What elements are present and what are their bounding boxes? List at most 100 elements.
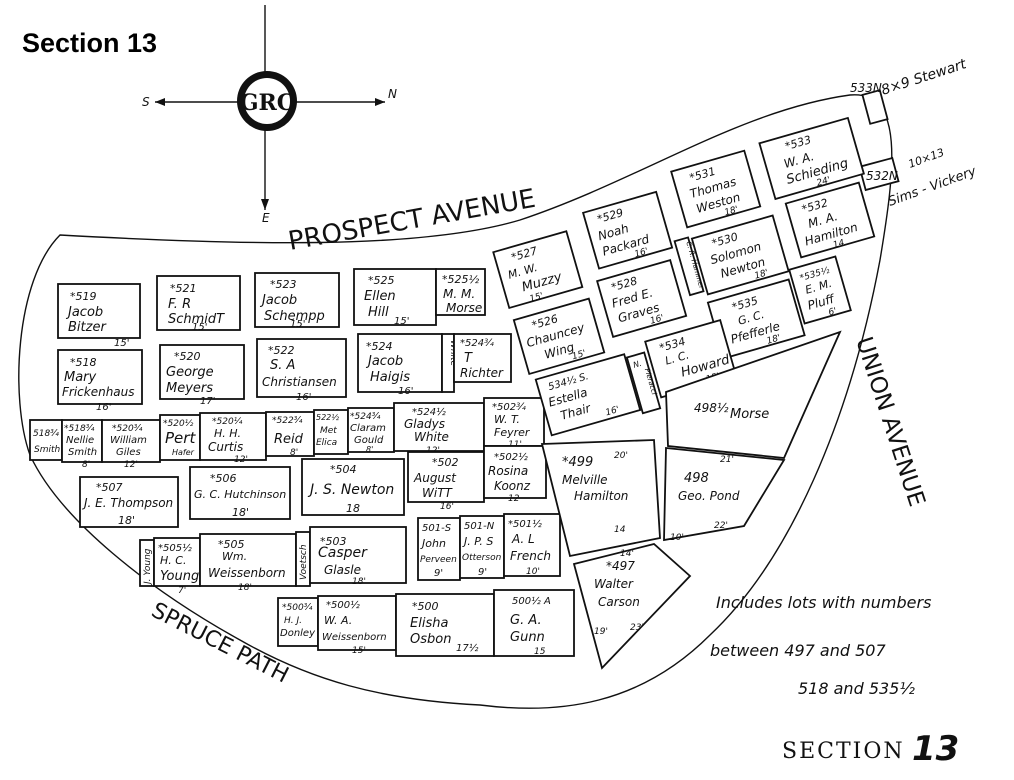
lot-526-meas: 15' (571, 349, 587, 362)
lot-522h-name2: Elica (316, 438, 337, 448)
lot-518-box (57, 349, 143, 405)
lot-518t-name2: Smith (68, 447, 97, 458)
section-boundary (18, 94, 893, 709)
lot-502t-name: W. T. (494, 413, 520, 426)
lot-505-num: *505 (218, 538, 245, 551)
lot-504-box (301, 458, 405, 516)
lot-524-num: *524 (366, 340, 393, 353)
lot-518-num: *518 (70, 356, 97, 369)
lot-500a-name: G. A. (510, 613, 542, 628)
lot-501h-meas: 10' (526, 567, 540, 577)
lot-498-meas2: 22' (714, 521, 728, 531)
lot-501h-num: *501½ (508, 518, 542, 530)
lot-502h-name: Rosina (488, 464, 528, 478)
lot-500q-name: H. J. (284, 616, 302, 626)
lot-524-quarter-name: T (464, 351, 473, 366)
lot-498-meas3: 10' (670, 533, 684, 543)
lot-520-half: *520½ Pert Hafer (159, 414, 201, 461)
lot-498-num: 498 (684, 471, 709, 486)
lot-501n-name: J. P. S (462, 535, 493, 548)
lot-497-meas: 14' (620, 549, 634, 559)
lot-501s-num: 501-S (422, 523, 452, 534)
lot-501n-name2: Otterson (462, 553, 502, 563)
lot-500q-name2: Donley (280, 628, 316, 639)
lot-500q-box (277, 597, 319, 647)
lot-522-name2: Christiansen (262, 375, 337, 389)
lot-520h-name2: Hafer (172, 448, 195, 457)
lot-506-meas: 18' (232, 506, 249, 519)
lot-505: *505 Wm. Weissenborn 18' (199, 533, 297, 593)
lot-521: *521 F. R SchmidT 15' (156, 275, 241, 333)
lot-518q-num: 518¾ (33, 429, 59, 439)
lot-520t-num: *520¾ (112, 424, 143, 434)
lot-497: *497 14' Walter Carson 19' 23' (572, 543, 692, 670)
lot-525-half-num: *525½ (442, 273, 479, 286)
lot-534n-box (625, 351, 662, 415)
lot-502-meas: 16' (440, 502, 454, 512)
lot-533: *533 W. A. Schieding 24' (758, 116, 865, 201)
lot-524-box (357, 333, 443, 393)
lot-507-box (79, 476, 179, 528)
lot-525-num: *525 (368, 274, 395, 287)
compass-label-n: N (388, 87, 397, 101)
lot-502-name2: WiTT (422, 486, 454, 500)
lot-501s-box (417, 517, 461, 581)
lot-522-three-quarter: *522¾ Reid 8' (265, 411, 315, 458)
compass-monogram: GRC (240, 90, 295, 116)
lot-521-num: *521 (170, 282, 197, 295)
lot-500h-meas: 15' (352, 646, 366, 656)
lot-500h-box (317, 595, 397, 651)
lot-505h-box (153, 537, 201, 587)
lot-534-box (534, 353, 642, 437)
lot-535h-meas: 6' (827, 306, 838, 318)
compass-label-s: S (142, 95, 150, 109)
lot-523: *523 Jacob Schempp 15' (254, 272, 340, 330)
lot-520h-num: *520½ (163, 419, 194, 429)
lot-523-meas: 15' (290, 319, 305, 330)
lot-500-num: *500 (412, 600, 439, 613)
lot-501-n: 501-N J. P. S Otterson 9' (459, 515, 505, 579)
lot-497-name2: Carson (598, 595, 640, 609)
lot-520t-box (101, 419, 161, 463)
lot-529: *529 Noah Packard 16' (581, 190, 674, 270)
note-line-3: 518 and 535½ (798, 679, 915, 698)
lot-534b-name: L. C. (664, 348, 691, 367)
lot-524h-name2: White (414, 430, 449, 444)
lot-521-meas: 15' (192, 322, 207, 333)
lot-500h-num: *500½ (326, 599, 360, 611)
lot-520-quarter: *520¼ H. H. Curtis 12' (199, 412, 267, 465)
lot-497-shape (572, 543, 692, 670)
lot-504: *504 J. S. Newton 18 (301, 458, 405, 516)
lot-518-meas: 16' (96, 402, 111, 413)
lot-535-half: *535½ E. M. Pluff 6' (788, 255, 852, 325)
lot-528-box (596, 259, 688, 338)
lot-501h-box (503, 513, 561, 577)
lot-526-box (512, 297, 606, 376)
section-label-number: 13 (912, 729, 959, 769)
lot-529-box (581, 190, 674, 270)
lot-503-num: *503 (320, 535, 347, 548)
lot-533n-text: 8×9 Stewart (879, 56, 968, 99)
lot-524t-meas: 8' (366, 445, 373, 454)
lot-500h-name2: Weissenborn (322, 632, 387, 643)
lot-524-name2: Haigis (370, 370, 410, 385)
lot-500-half: *500½ W. A. Weissenborn 15' (317, 595, 397, 656)
section-label-word: SECTION (782, 739, 905, 764)
lot-501-half: *501½ A. L French 10' (503, 513, 561, 577)
lot-521-name2: SchmidT (168, 312, 225, 327)
lot-520t-name: William (110, 435, 147, 446)
lot-500-name2: Osbon (410, 632, 451, 647)
lot-499: *499 20' Melville Hamilton 14 (540, 439, 661, 558)
lot-520t-name2: Giles (116, 447, 141, 458)
lot-528: *528 Fred E. Graves 16' (596, 259, 688, 338)
lot-524-quarter-num: *524¾ (460, 338, 494, 349)
lot-523-num: *523 (270, 278, 297, 291)
lot-500-box (395, 593, 495, 657)
lot-518: *518 Mary Frickenhaus 16' (57, 349, 143, 413)
lot-525-name: Ellen (364, 289, 396, 304)
lot-525-half-name: M. M. (443, 287, 475, 301)
lot-501s-meas: 9' (434, 568, 443, 579)
lot-503-box (309, 526, 407, 584)
lot-532n-name: Sims - Vickery (886, 164, 978, 210)
